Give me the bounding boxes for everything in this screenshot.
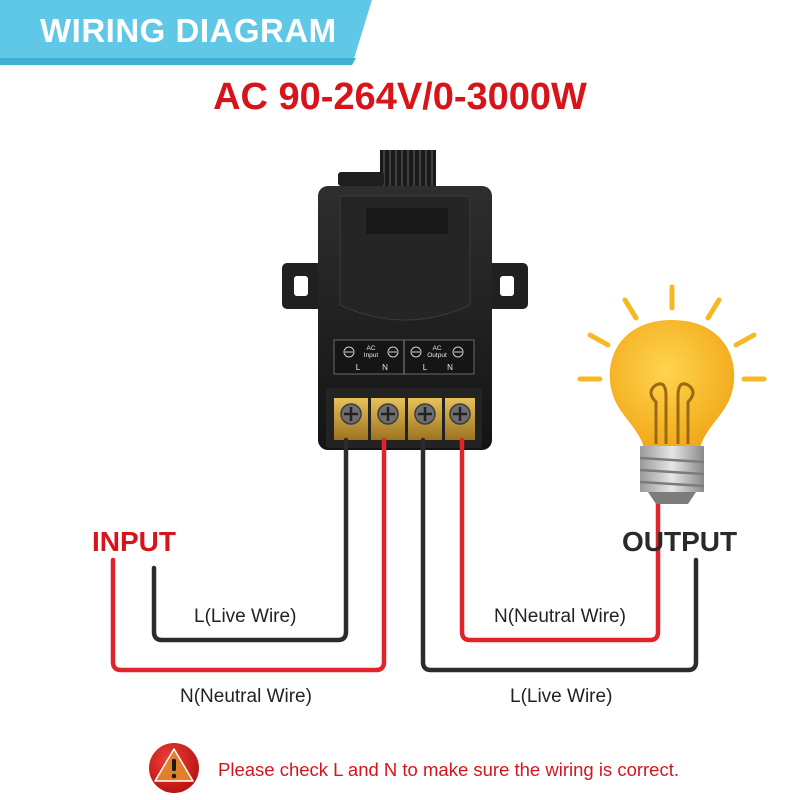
header-banner	[0, 0, 372, 65]
mounting-ear-left	[282, 263, 324, 309]
input-live-wire-label: L(Live Wire)	[194, 606, 297, 627]
warning-text: Please check L and N to make sure the wi…	[218, 759, 679, 780]
output-live-wire	[420, 437, 699, 673]
input-live-wire	[151, 437, 349, 643]
output-group-title-top: AC	[432, 345, 441, 352]
output-terminal-l: L	[423, 363, 428, 372]
antenna	[338, 150, 436, 190]
output-live-wire-label: L(Live Wire)	[510, 686, 613, 707]
warning-icon	[149, 743, 199, 793]
banner-title: WIRING DIAGRAM	[40, 12, 337, 49]
light-bulb-icon	[577, 284, 767, 504]
input-neutral-wire-label: N(Neutral Wire)	[180, 686, 312, 707]
terminal-block	[326, 388, 482, 448]
wires	[110, 437, 699, 673]
input-group-title-top: AC	[366, 345, 375, 352]
input-terminal-l: L	[356, 363, 361, 372]
output-neutral-wire-label: N(Neutral Wire)	[494, 606, 626, 627]
output-label: OUTPUT	[622, 526, 738, 557]
input-label: INPUT	[92, 526, 176, 557]
mounting-ear-right	[488, 263, 528, 309]
output-neutral-wire	[459, 437, 661, 643]
spec-rating: AC 90-264V/0-3000W	[213, 76, 587, 118]
input-neutral-wire	[110, 437, 387, 673]
output-group-title-bottom: Output	[427, 352, 447, 359]
input-group-title-bottom: Input	[364, 352, 379, 359]
input-terminal-n: N	[382, 363, 388, 372]
relay-module: AC Input L N AC Output L N	[318, 186, 492, 450]
output-terminal-n: N	[447, 363, 453, 372]
